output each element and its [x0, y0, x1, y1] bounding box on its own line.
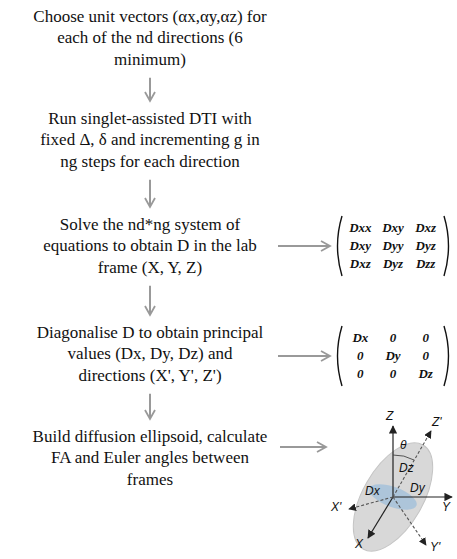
matrix-entry: 0 [347, 366, 374, 382]
x-prime-axis [349, 497, 393, 509]
step-description: Solve the nd*ng system of equations to o… [32, 214, 268, 278]
matrix-entry: 0 [412, 348, 439, 364]
matrix-entry: Dzz [412, 256, 439, 272]
matrix-entry: Dxz [412, 220, 439, 236]
axis-label: Z [386, 409, 393, 423]
left-bracket [338, 216, 343, 276]
flow-arrow [149, 286, 151, 315]
matrix: DxxDxyDxzDxyDyyDyzDxzDyzDzz [333, 214, 453, 278]
matrix-entry: Dxy [380, 220, 407, 236]
matrix-entry: 0 [380, 330, 407, 346]
step-description: Run singlet-assisted DTI with fixed Δ, δ… [32, 108, 268, 172]
axis-label: Z' [432, 415, 442, 429]
pointer-arrow [280, 446, 326, 448]
flow-arrow [149, 394, 151, 419]
y-prime-axis [393, 497, 426, 545]
right-bracket [444, 326, 449, 386]
matrix-entry: Dz [412, 366, 439, 382]
matrix-entry: 0 [380, 366, 407, 382]
axis-label: Dz [399, 461, 414, 475]
axis-label: X [355, 537, 363, 551]
flow-arrow [149, 180, 151, 207]
flow-arrow [278, 245, 330, 247]
matrix-entry: Dyz [412, 238, 439, 254]
flow-arrow [149, 78, 151, 101]
step-text: Build diffusion ellipsoid, calculate FA … [28, 424, 272, 492]
axis-label: Y [442, 500, 450, 514]
step-text: Choose unit vectors (αx,αy,αz) for each … [28, 4, 272, 72]
axis-label: θ [400, 438, 407, 452]
matrix-entry: 0 [347, 348, 374, 364]
step-description: Choose unit vectors (αx,αy,αz) for each … [32, 6, 268, 70]
step-description: Diagonalise D to obtain principal values… [32, 322, 268, 386]
axis-label: Dy [410, 481, 425, 495]
step-text: Run singlet-assisted DTI with fixed Δ, δ… [28, 106, 272, 174]
z-prime-axis [393, 431, 431, 497]
y-axis [393, 496, 452, 497]
left-bracket [338, 326, 343, 386]
matrix-entry: Dyz [380, 256, 407, 272]
axis-label: X' [331, 500, 341, 514]
matrix-entry: 0 [412, 330, 439, 346]
right-bracket [444, 216, 449, 276]
matrix-entry: Dyy [380, 238, 407, 254]
matrix: Dx000Dy000Dz [333, 324, 453, 388]
matrix-entry: Dy [380, 348, 407, 364]
axis-label: Y' [430, 540, 440, 554]
step-description: Build diffusion ellipsoid, calculate FA … [32, 426, 268, 490]
flow-arrow [278, 355, 330, 357]
angle-arc [393, 455, 414, 460]
matrix-entry: Dx [347, 330, 374, 346]
matrix-entry: Dxx [347, 220, 374, 236]
matrix-entry: Dxy [347, 238, 374, 254]
step-text: Diagonalise D to obtain principal values… [28, 320, 272, 388]
z-axis [392, 426, 393, 497]
step-text: Solve the nd*ng system of equations to o… [28, 212, 272, 280]
matrix-entry: Dxz [347, 256, 374, 272]
axis-label: Dx [365, 484, 380, 498]
